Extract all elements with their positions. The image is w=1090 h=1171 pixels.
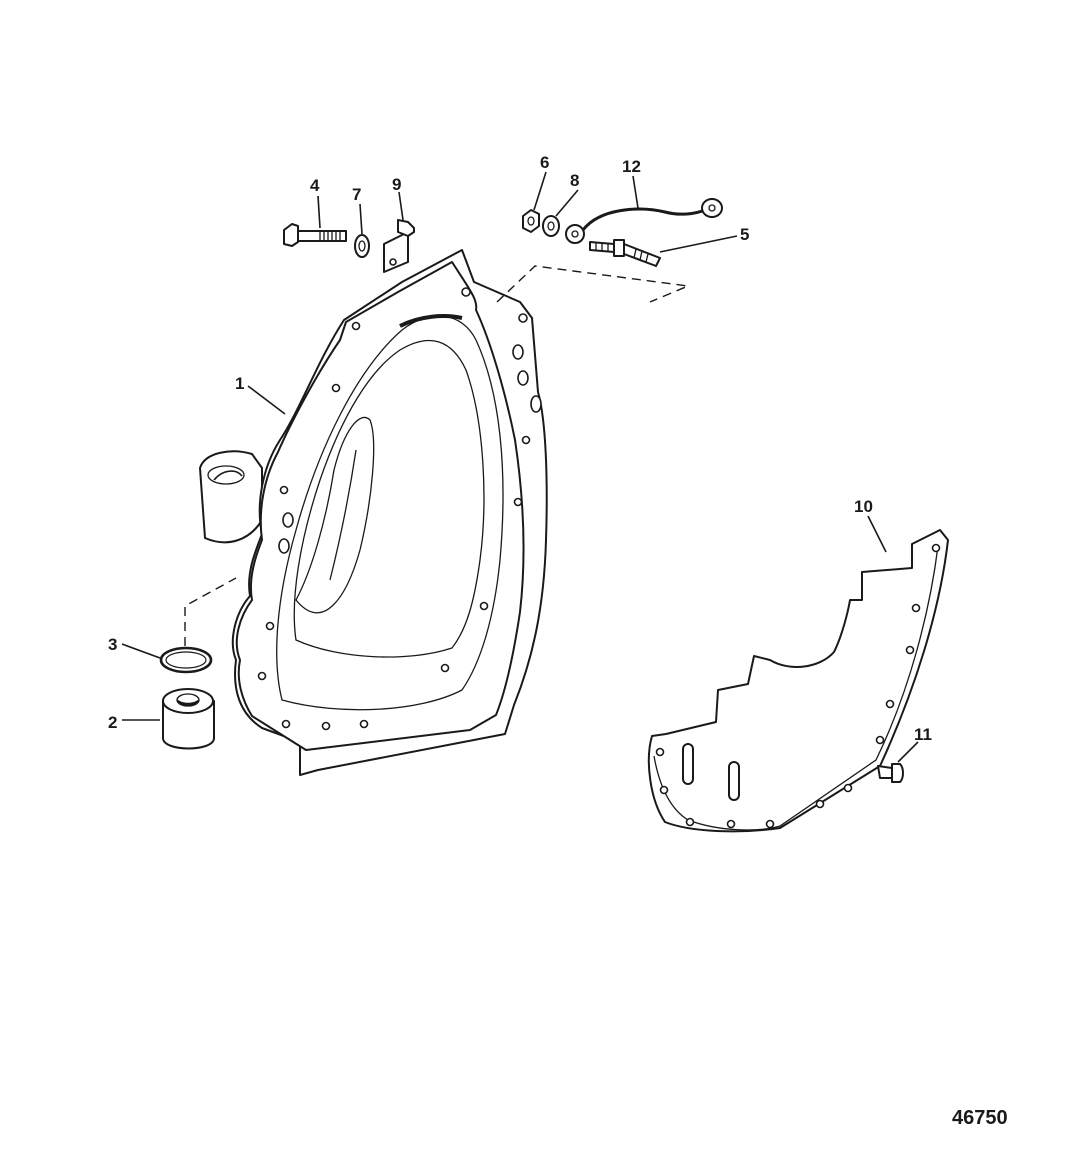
callout-8: 8 (570, 171, 579, 190)
screw (877, 763, 904, 783)
callout-4: 4 (310, 176, 320, 195)
ground-strap (565, 198, 723, 244)
clip (383, 219, 415, 273)
o-ring (159, 646, 213, 674)
alignment-line-bushing (184, 577, 237, 646)
leader-lines (121, 171, 919, 763)
callout-12: 12 (622, 157, 641, 176)
alignment-line-stud (496, 265, 691, 303)
nut (522, 209, 540, 233)
flywheel-housing (199, 249, 548, 776)
bolt (283, 223, 347, 247)
bushing (162, 688, 215, 750)
stud (589, 239, 661, 267)
callout-9: 9 (392, 175, 401, 194)
callout-3: 3 (108, 635, 117, 654)
callout-6: 6 (540, 153, 549, 172)
callout-11: 11 (914, 725, 932, 744)
callout-1: 1 (235, 374, 244, 393)
callout-10: 10 (854, 497, 873, 516)
lock-washer (354, 234, 370, 258)
flywheel-cover (647, 529, 949, 833)
callout-7: 7 (352, 185, 361, 204)
washer (542, 215, 560, 237)
figure-number: 46750 (952, 1107, 1008, 1129)
callout-5: 5 (740, 225, 749, 244)
callout-2: 2 (108, 713, 117, 732)
